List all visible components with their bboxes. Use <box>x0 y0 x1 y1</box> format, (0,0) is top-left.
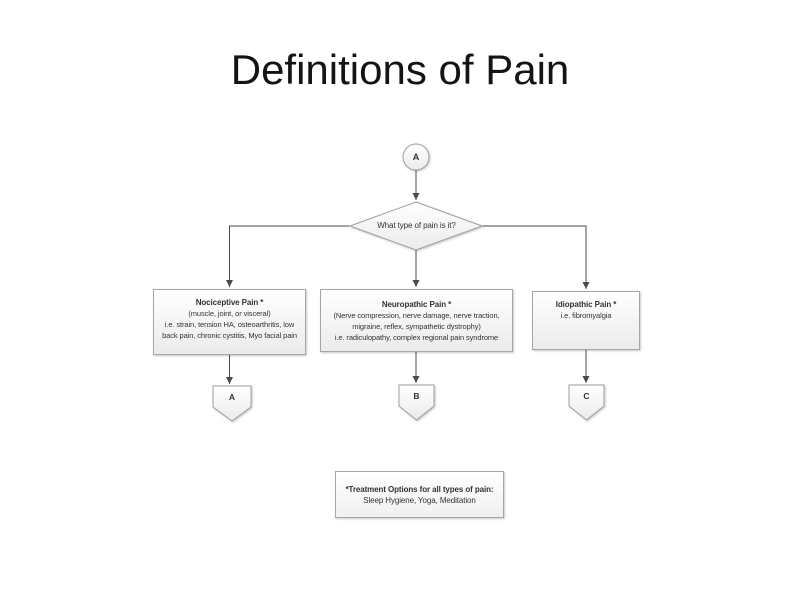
neuropathic-pain-box: Neuropathic Pain * (Nerve compression, n… <box>320 289 513 352</box>
branch-title: Neuropathic Pain * <box>381 300 452 309</box>
offpage-connector-c-shape <box>568 384 605 421</box>
offpage-connector-a-label: A <box>228 392 236 402</box>
connector-decision-to-nociceptive <box>226 225 350 287</box>
branch-title: Idiopathic Pain * <box>555 300 617 309</box>
offpage-connector-a-shape <box>212 385 252 422</box>
branch-subtitle: (Nerve compression, nerve damage, nerve … <box>333 311 500 331</box>
branch-title: Nociceptive Pain * <box>195 298 264 307</box>
offpage-connector-c-label: C <box>583 391 590 401</box>
branch-examples: i.e. strain, tension HA, osteoarthritis,… <box>162 320 297 340</box>
idiopathic-pain-box: Idiopathic Pain * i.e. fibromyalgia <box>532 291 640 350</box>
branch-subtitle: i.e. fibromyalgia <box>560 311 612 320</box>
offpage-connector-b-label: B <box>413 391 420 401</box>
page-title: Definitions of Pain <box>230 46 570 93</box>
connector-decision-to-idiopathic <box>482 225 590 289</box>
treatment-options-box: *Treatment Options for all types of pain… <box>335 471 504 518</box>
start-circle-label: A <box>412 152 420 162</box>
nociceptive-pain-box: Nociceptive Pain * (muscle, joint, or vi… <box>153 289 306 355</box>
decision-label: What type of pain is it? <box>377 221 456 230</box>
branch-examples: i.e. radiculopathy, complex regional pai… <box>334 333 499 342</box>
decision-diamond <box>348 201 484 251</box>
treatment-options-title: *Treatment Options for all types of pain… <box>345 484 494 494</box>
start-circle <box>402 143 430 171</box>
offpage-connector-b-shape <box>398 384 435 421</box>
branch-subtitle: (muscle, joint, or visceral) <box>188 309 271 318</box>
treatment-options-body: Sleep Hygiene, Yoga, Meditation <box>363 495 476 505</box>
